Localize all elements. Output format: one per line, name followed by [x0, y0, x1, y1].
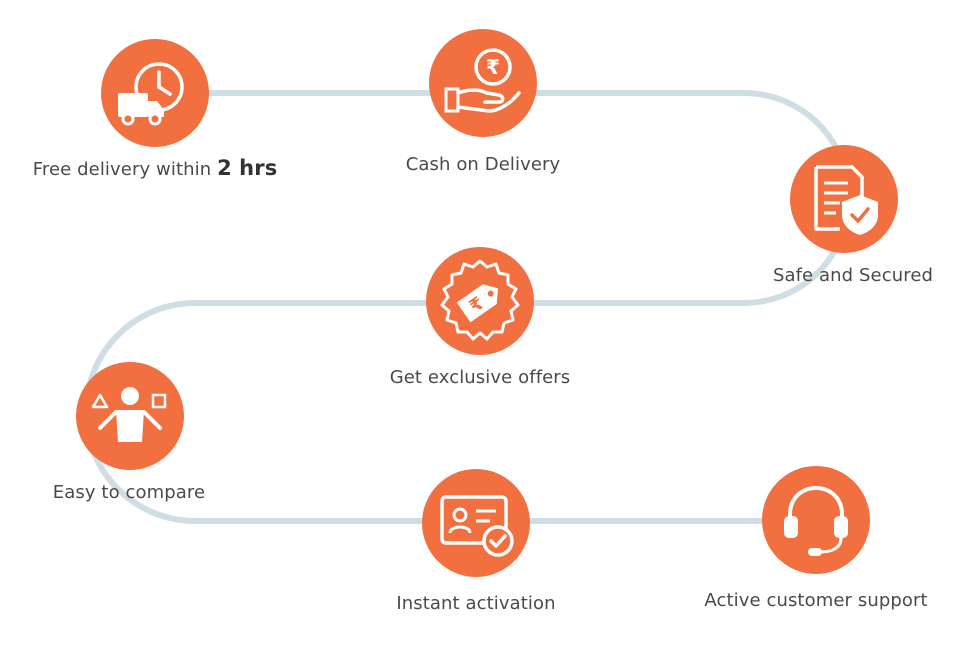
step-label: Instant activation — [396, 593, 556, 614]
step-label: Free delivery within 2 hrs — [33, 156, 278, 180]
step-label-bold: 2 hrs — [217, 156, 278, 180]
step-label: Active customer support — [704, 590, 928, 611]
step-label-text: Free delivery within — [32, 159, 212, 180]
step-label: Cash on Delivery — [405, 154, 561, 175]
rupee-price-tag-badge-icon: ₹ — [426, 247, 534, 355]
document-shield-icon — [790, 145, 898, 253]
svg-text:₹: ₹ — [486, 55, 500, 79]
person-balancing-shapes-icon — [76, 362, 184, 470]
headset-icon — [762, 466, 870, 574]
delivery-truck-clock-icon — [101, 39, 209, 147]
step-label: Easy to compare — [52, 482, 206, 503]
step-label: Get exclusive offers — [389, 367, 571, 388]
id-card-checkmark-icon — [422, 469, 530, 577]
step-label: Safe and Secured — [772, 265, 934, 286]
hand-rupee-coin-icon: ₹ — [429, 29, 537, 137]
